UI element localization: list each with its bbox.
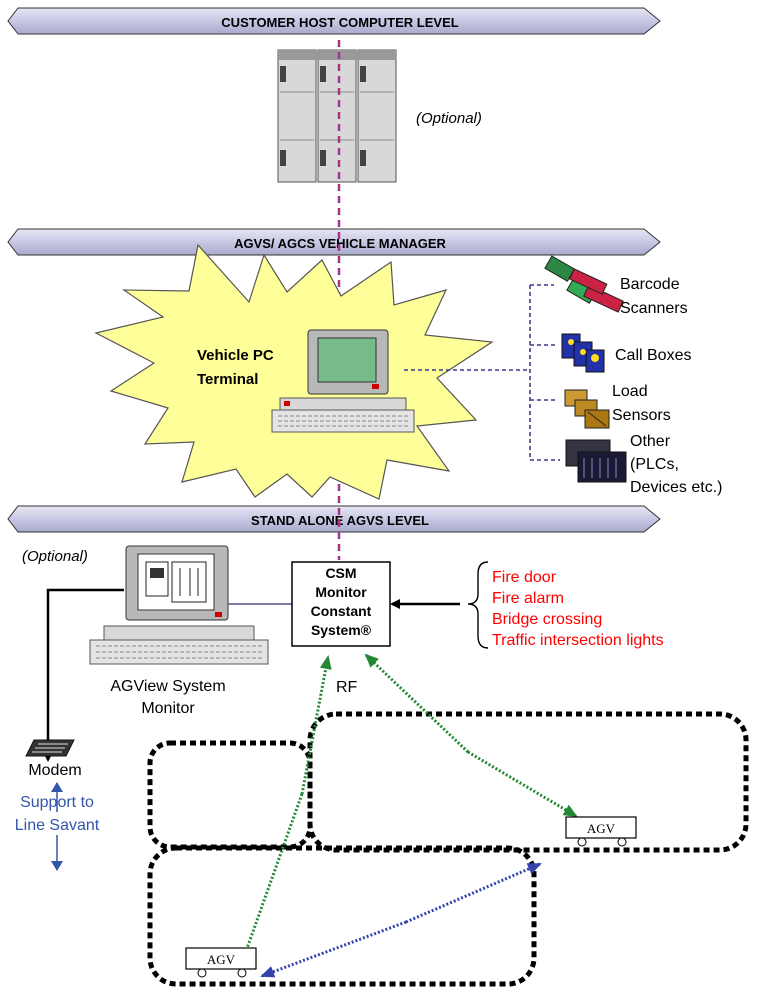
agview-label-line2: Monitor (141, 700, 195, 717)
csm-box: CSM Monitor Constant System® (291, 561, 391, 647)
agv-left-label: AGV (207, 952, 236, 967)
rf-link-lines (238, 653, 578, 978)
barcode-scanner-icon (544, 255, 624, 313)
manager-level-banner: AGVS/ AGCS VEHICLE MANAGER (7, 228, 661, 256)
agview-modem-arrow (43, 588, 124, 762)
agv-path-upper-right (307, 711, 749, 853)
csm-label-line1: CSM (325, 565, 356, 581)
csm-label-line4: System® (311, 622, 372, 638)
agview-computer-icon (89, 545, 269, 665)
agv-vehicle-right: AGV (565, 816, 637, 847)
host-optional-label: (Optional) (416, 110, 482, 127)
csm-label-line2: Monitor (315, 584, 367, 600)
host-server-icon (277, 49, 397, 183)
agview-optional-label: (Optional) (22, 548, 88, 565)
vehicle-pc-computer-icon (271, 329, 415, 433)
other-label-line1: Other (630, 433, 671, 450)
load-label-line2: Sensors (612, 407, 671, 424)
callboxes-label: Call Boxes (615, 347, 691, 364)
input-fire-alarm: Fire alarm (492, 590, 564, 607)
agv-right-label: AGV (587, 821, 616, 836)
other-label-line2: (PLCs, (630, 456, 679, 473)
rf-label: RF (336, 679, 358, 696)
input-bridge-crossing: Bridge crossing (492, 611, 602, 628)
modem-label: Modem (28, 762, 81, 779)
manager-level-title: AGVS/ AGCS VEHICLE MANAGER (234, 236, 446, 251)
other-label-line3: Devices etc.) (630, 479, 722, 496)
load-sensor-icon (564, 389, 610, 429)
agview-label-line1: AGView System (110, 678, 225, 695)
load-label-line1: Load (612, 383, 648, 400)
support-label-line1: Support to (20, 794, 94, 811)
vehicle-pc-label-line2: Terminal (197, 371, 258, 388)
barcode-label-line1: Barcode (620, 276, 680, 293)
input-fire-door: Fire door (492, 569, 557, 586)
agv-path-left (147, 740, 313, 850)
device-links (404, 284, 560, 461)
barcode-label-line2: Scanners (620, 300, 688, 317)
inputs-brace (467, 561, 489, 649)
agv-vehicle-left: AGV (185, 947, 257, 978)
standalone-level-banner: STAND ALONE AGVS LEVEL (7, 505, 661, 533)
plc-devices-icon (565, 439, 627, 483)
host-level-title: CUSTOMER HOST COMPUTER LEVEL (221, 15, 458, 30)
modem-icon (25, 739, 75, 757)
csm-label-line3: Constant (311, 603, 372, 619)
agv-path-lower (147, 845, 537, 987)
input-traffic-lights: Traffic intersection lights (492, 632, 664, 649)
support-label-line2: Line Savant (15, 817, 100, 834)
call-box-icon (561, 333, 605, 373)
vehicle-pc-label-line1: Vehicle PC (197, 347, 274, 364)
host-level-banner: CUSTOMER HOST COMPUTER LEVEL (7, 7, 661, 35)
vehicle-pc-burst (94, 243, 494, 500)
